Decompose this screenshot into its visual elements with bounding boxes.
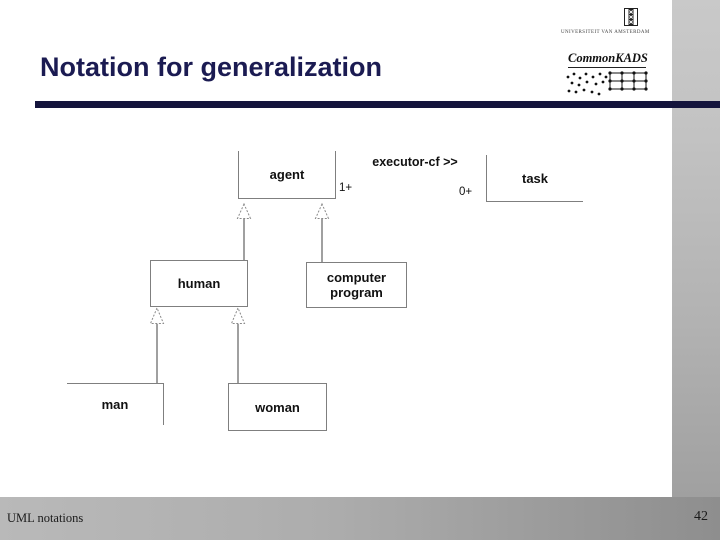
association-label: executor-cf >> [372,155,458,169]
footer-band [0,497,720,540]
class-label-computer-program: computer program [326,270,387,300]
right-sidebar-band [672,0,720,497]
multiplicity-task: 0+ [459,186,473,198]
footer-text: UML notations [7,511,84,525]
class-label-woman: woman [255,399,300,415]
class-label-human: human [177,276,221,291]
title-underline [35,101,720,108]
class-box-task: task [486,155,583,202]
class-label-agent: agent [269,167,305,182]
class-box-computer-program: computer program [306,262,407,308]
class-box-human: human [150,260,248,307]
commonkads-logo-text: CommonKADS [568,51,648,68]
commonkads-dots-graphic [566,70,648,101]
class-label-man: man [101,397,129,412]
class-box-man: man [67,383,164,425]
page-title: Notation for generalization [40,52,383,82]
uva-crest-icon [624,8,638,31]
page-number: 42 [694,509,708,524]
class-label-task: task [521,170,549,186]
university-name-label: UNIVERSITEIT VAN AMSTERDAM [561,30,650,35]
multiplicity-agent: 1+ [339,182,353,194]
class-box-agent: agent [238,151,336,199]
class-box-woman: woman [228,383,327,431]
